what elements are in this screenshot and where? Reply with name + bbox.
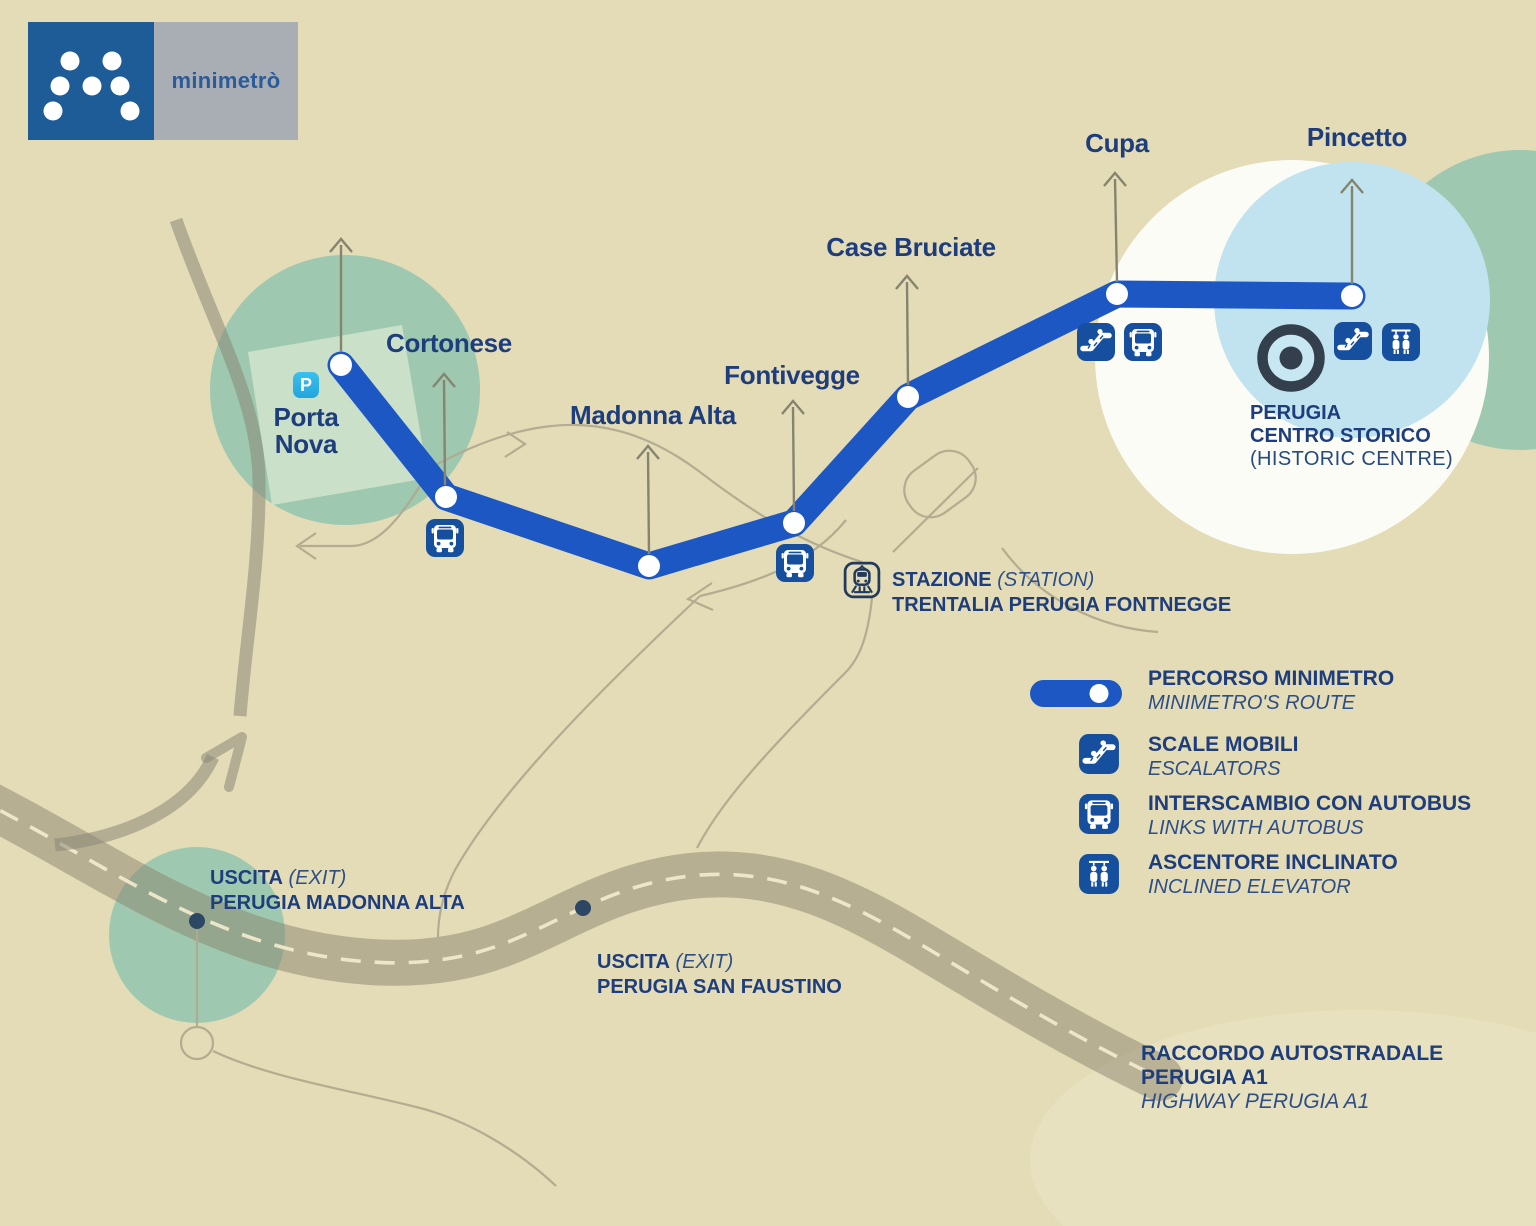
station-label-cortonese: Cortonese: [386, 328, 512, 358]
roundabout: [179, 1025, 215, 1061]
destination-line3: (HISTORIC CENTRE): [1250, 448, 1454, 470]
station-dot-cortonese: [435, 486, 457, 508]
exit-callout-san-faustino: USCITA (EXIT) PERUGIA SAN FAUSTINO: [597, 950, 842, 1000]
bus-legend-icon: [1079, 794, 1119, 834]
legend-escalators-label: SCALE MOBILI: [1148, 733, 1299, 756]
destination-line1: PERUGIA: [1250, 402, 1342, 424]
exit1-line2: PERUGIA MADONNA ALTA: [210, 892, 465, 914]
logo: minimetrò: [28, 22, 298, 140]
road-arrow-down-left: [685, 582, 714, 612]
station-label-madonna-alta: Madonna Alta: [570, 400, 736, 430]
road-arrow-right: [504, 431, 528, 458]
legend-elevator-label: ASCENTORE INCLINATO: [1148, 851, 1398, 874]
centro-storico-label: PERUGIA CENTRO STORICO (HISTORIC CENTRE): [1250, 402, 1453, 471]
stazione-bold: STAZIONE: [892, 569, 992, 591]
highway-line1: RACCORDO AUTOSTRADALE: [1141, 1042, 1444, 1065]
exit2-bold: USCITA: [597, 951, 670, 973]
route-pill-dot: [1089, 684, 1109, 703]
legend-elevator-sublabel: INCLINED ELEVATOR: [1148, 876, 1351, 898]
station-label-porta-nova: Porta Nova: [273, 402, 339, 459]
stazione-line2: TRENTALIA PERUGIA FONTNEGGE: [892, 594, 1232, 616]
inclined-elevator-icon-pincetto: [1381, 322, 1421, 362]
parking-letter: P: [299, 375, 312, 395]
bullseye-icon: [1257, 324, 1325, 392]
bus-icon-cortonese: [426, 519, 464, 557]
escalator-legend-icon: [1079, 734, 1119, 774]
brand-name: minimetrò: [171, 68, 281, 93]
stazione-italic: (STATION): [997, 569, 1095, 591]
parking-area: [248, 325, 428, 505]
exit1-italic: (EXIT): [288, 867, 347, 889]
legend-route-label: PERCORSO MINIMETRO: [1148, 667, 1395, 690]
station-dot-pincetto: [1341, 285, 1363, 307]
station-dot-madonna-alta: [638, 555, 660, 577]
escalator-icon-cupa: [1077, 323, 1115, 361]
legend-bus-sublabel: LINKS WITH AUTOBUS: [1148, 817, 1364, 839]
legend-bus-label: INTERSCAMBIO CON AUTOBUS: [1148, 792, 1472, 815]
escalator-icon-pincetto: [1334, 322, 1372, 360]
exit-dot-madonna-alta: [189, 913, 205, 929]
station-dot-cupa: [1106, 283, 1128, 305]
legend-row-bus: INTERSCAMBIO CON AUTOBUS LINKS WITH AUTO…: [1148, 791, 1471, 840]
exit2-line2: PERUGIA SAN FAUSTINO: [597, 976, 842, 998]
station-dot-fontivegge: [783, 512, 805, 534]
road-arrow: [201, 732, 247, 792]
legend-route-sublabel: MINIMETRO'S ROUTE: [1148, 692, 1356, 714]
station-pointers: [329, 171, 1364, 555]
legend-row-route: PERCORSO MINIMETRO MINIMETRO'S ROUTE: [1148, 666, 1394, 715]
bus-icon-fontivegge: [776, 544, 814, 582]
station-label-cupa: Cupa: [1085, 128, 1149, 158]
logo-mark: [28, 22, 154, 140]
logo-wordmark: minimetrò: [154, 22, 298, 140]
exit-callout-madonna-alta: USCITA (EXIT) PERUGIA MADONNA ALTA: [210, 866, 465, 916]
legend-icons: [1030, 680, 1122, 895]
gray-road: [54, 217, 266, 852]
legend-escalators-sublabel: ESCALATORS: [1148, 758, 1281, 780]
legend-row-elevator: ASCENTORE INCLINATO INCLINED ELEVATOR: [1148, 850, 1398, 899]
exit2-italic: (EXIT): [675, 951, 734, 973]
highway-line3: HIGHWAY PERUGIA A1: [1141, 1090, 1370, 1113]
exit-dot-san-faustino: [575, 900, 591, 916]
station-dots: [330, 283, 1363, 577]
station-dot-case-bruciate: [897, 386, 919, 408]
parking-icon: P: [293, 372, 319, 398]
bus-icon-cupa: [1124, 323, 1162, 361]
station-dot-porta-nova: [330, 354, 352, 376]
elevator-legend-icon: [1078, 853, 1120, 895]
exit1-bold: USCITA: [210, 867, 283, 889]
destination-line2: CENTRO STORICO: [1250, 425, 1431, 447]
station-label-case-bruciate: Case Bruciate: [826, 232, 996, 262]
station-label-fontivegge: Fontivegge: [724, 360, 860, 390]
highway-callout: RACCORDO AUTOSTRADALE PERUGIA A1 HIGHWAY…: [1141, 1042, 1443, 1114]
road-arrow-left: [295, 532, 317, 560]
logo-dots-m-icon: [43, 51, 140, 121]
highway-line2: PERUGIA A1: [1141, 1066, 1268, 1089]
station-label-pincetto: Pincetto: [1306, 122, 1408, 152]
legend-row-escalators: SCALE MOBILI ESCALATORS: [1148, 732, 1299, 781]
train-station-callout: STAZIONE (STATION) TRENTALIA PERUGIA FON…: [892, 568, 1231, 618]
